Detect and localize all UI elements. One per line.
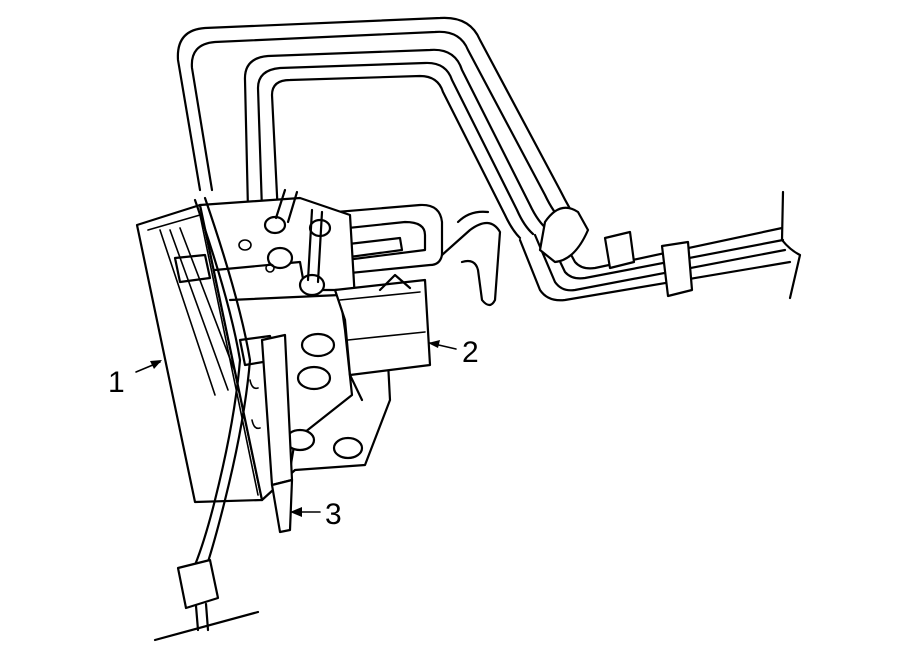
wire-harness-right — [518, 190, 802, 302]
callout-label-1: 1 — [108, 366, 125, 399]
brake-line-loop — [176, 16, 582, 240]
callout-1: 1 — [108, 360, 162, 399]
control-module — [333, 273, 432, 402]
callout-label-3: 3 — [325, 498, 342, 531]
callout-label-2: 2 — [462, 336, 479, 369]
pressure-sensor — [249, 333, 294, 534]
callout-2: 2 — [428, 336, 479, 369]
mounting-bracket — [298, 203, 502, 307]
callout-3: 3 — [290, 498, 342, 531]
wire-with-connector — [153, 196, 260, 642]
